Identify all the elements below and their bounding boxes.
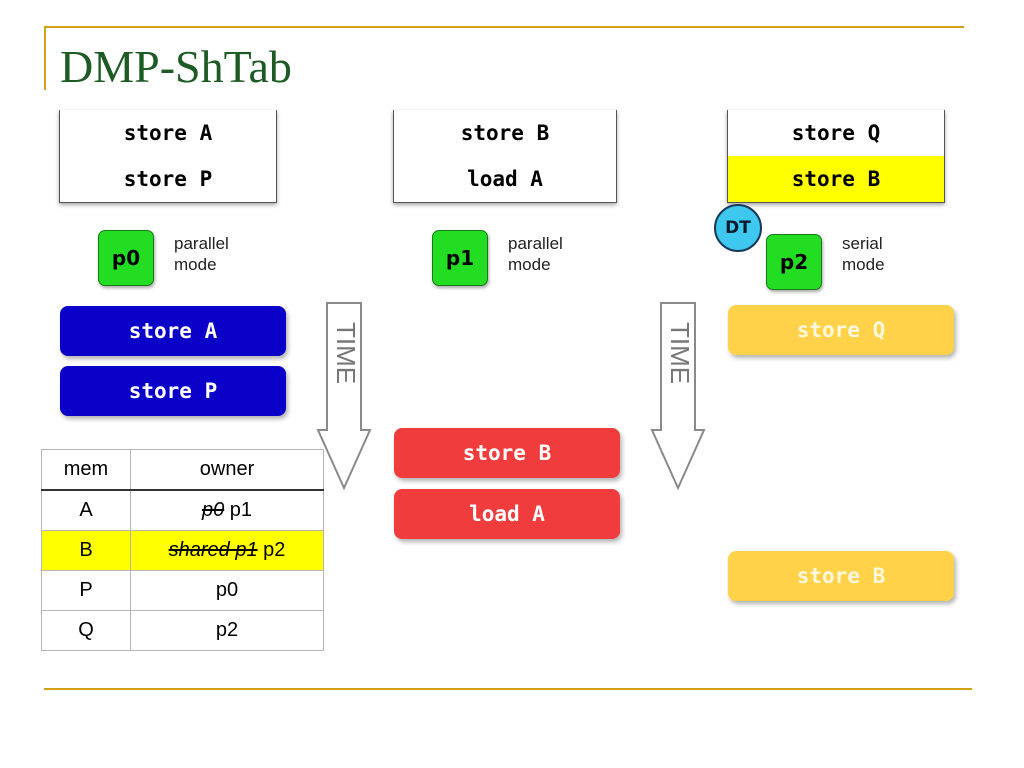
processor-mode: parallel mode [508, 233, 563, 275]
time-arrow-2: TIME [650, 302, 706, 490]
thread-2-instructions: store Q store B [727, 110, 945, 203]
processor-p2: p2 [766, 234, 822, 290]
mode-word: parallel [508, 234, 563, 253]
p0-exec-store-a: store A [60, 306, 286, 356]
mem-cell: B [41, 530, 131, 571]
highlighted-instruction: store B [728, 156, 944, 202]
owner-cell: p0 [130, 570, 324, 611]
processor-p1: p1 [432, 230, 488, 286]
p2-exec-store-b: store B [728, 551, 954, 601]
instruction: store A [123, 121, 213, 145]
top-rule [44, 26, 964, 28]
bottom-rule [44, 688, 972, 690]
p0-exec-store-p: store P [60, 366, 286, 416]
current-owner: p2 [215, 619, 239, 641]
mode-word: mode [174, 255, 217, 274]
p2-exec-store-q: store Q [728, 305, 954, 355]
mem-cell: Q [41, 610, 131, 651]
current-owner: p0 [215, 579, 239, 601]
time-arrow-1: TIME [316, 302, 372, 490]
instruction: store B [460, 121, 550, 145]
table-row-highlighted: B shared p1 p2 [41, 530, 324, 571]
deterministic-token-badge: DT [714, 204, 762, 252]
p1-exec-store-b: store B [394, 428, 620, 478]
instruction: load A [467, 167, 543, 191]
processor-mode: parallel mode [174, 233, 229, 275]
current-owner: p1 [229, 499, 253, 521]
processor-p0: p0 [98, 230, 154, 286]
p1-exec-load-a: load A [394, 489, 620, 539]
thread-1-instructions: store B load A [393, 110, 617, 203]
instruction: store P [123, 167, 213, 191]
mode-word: mode [842, 255, 885, 274]
instruction: store Q [791, 121, 881, 145]
thread-0-instructions: store A store P [59, 110, 277, 203]
mode-word: mode [508, 255, 551, 274]
mem-cell: A [41, 489, 131, 531]
mode-word: serial [842, 234, 883, 253]
table-row: A p0 p1 [41, 489, 324, 531]
mem-cell: P [41, 570, 131, 611]
owner-cell: p0 p1 [130, 489, 324, 531]
time-label: TIME [665, 322, 695, 384]
ownership-table: mem owner A p0 p1 B shared p1 p2 P p0 Q … [41, 449, 324, 651]
column-header-owner: owner [130, 449, 324, 491]
left-rule [44, 26, 46, 90]
mode-word: parallel [174, 234, 229, 253]
column-header-mem: mem [41, 449, 131, 491]
current-owner: p2 [263, 539, 286, 561]
processor-mode: serial mode [842, 233, 885, 275]
owner-cell: shared p1 p2 [130, 530, 324, 571]
previous-owner: shared p1 [168, 539, 258, 561]
table-row: P p0 [41, 570, 324, 611]
time-label: TIME [331, 322, 361, 384]
table-row: Q p2 [41, 610, 324, 651]
slide-title: DMP-ShTab [60, 41, 292, 92]
table-header-row: mem owner [41, 449, 324, 491]
owner-cell: p2 [130, 610, 324, 651]
previous-owner: p0 [201, 499, 225, 521]
